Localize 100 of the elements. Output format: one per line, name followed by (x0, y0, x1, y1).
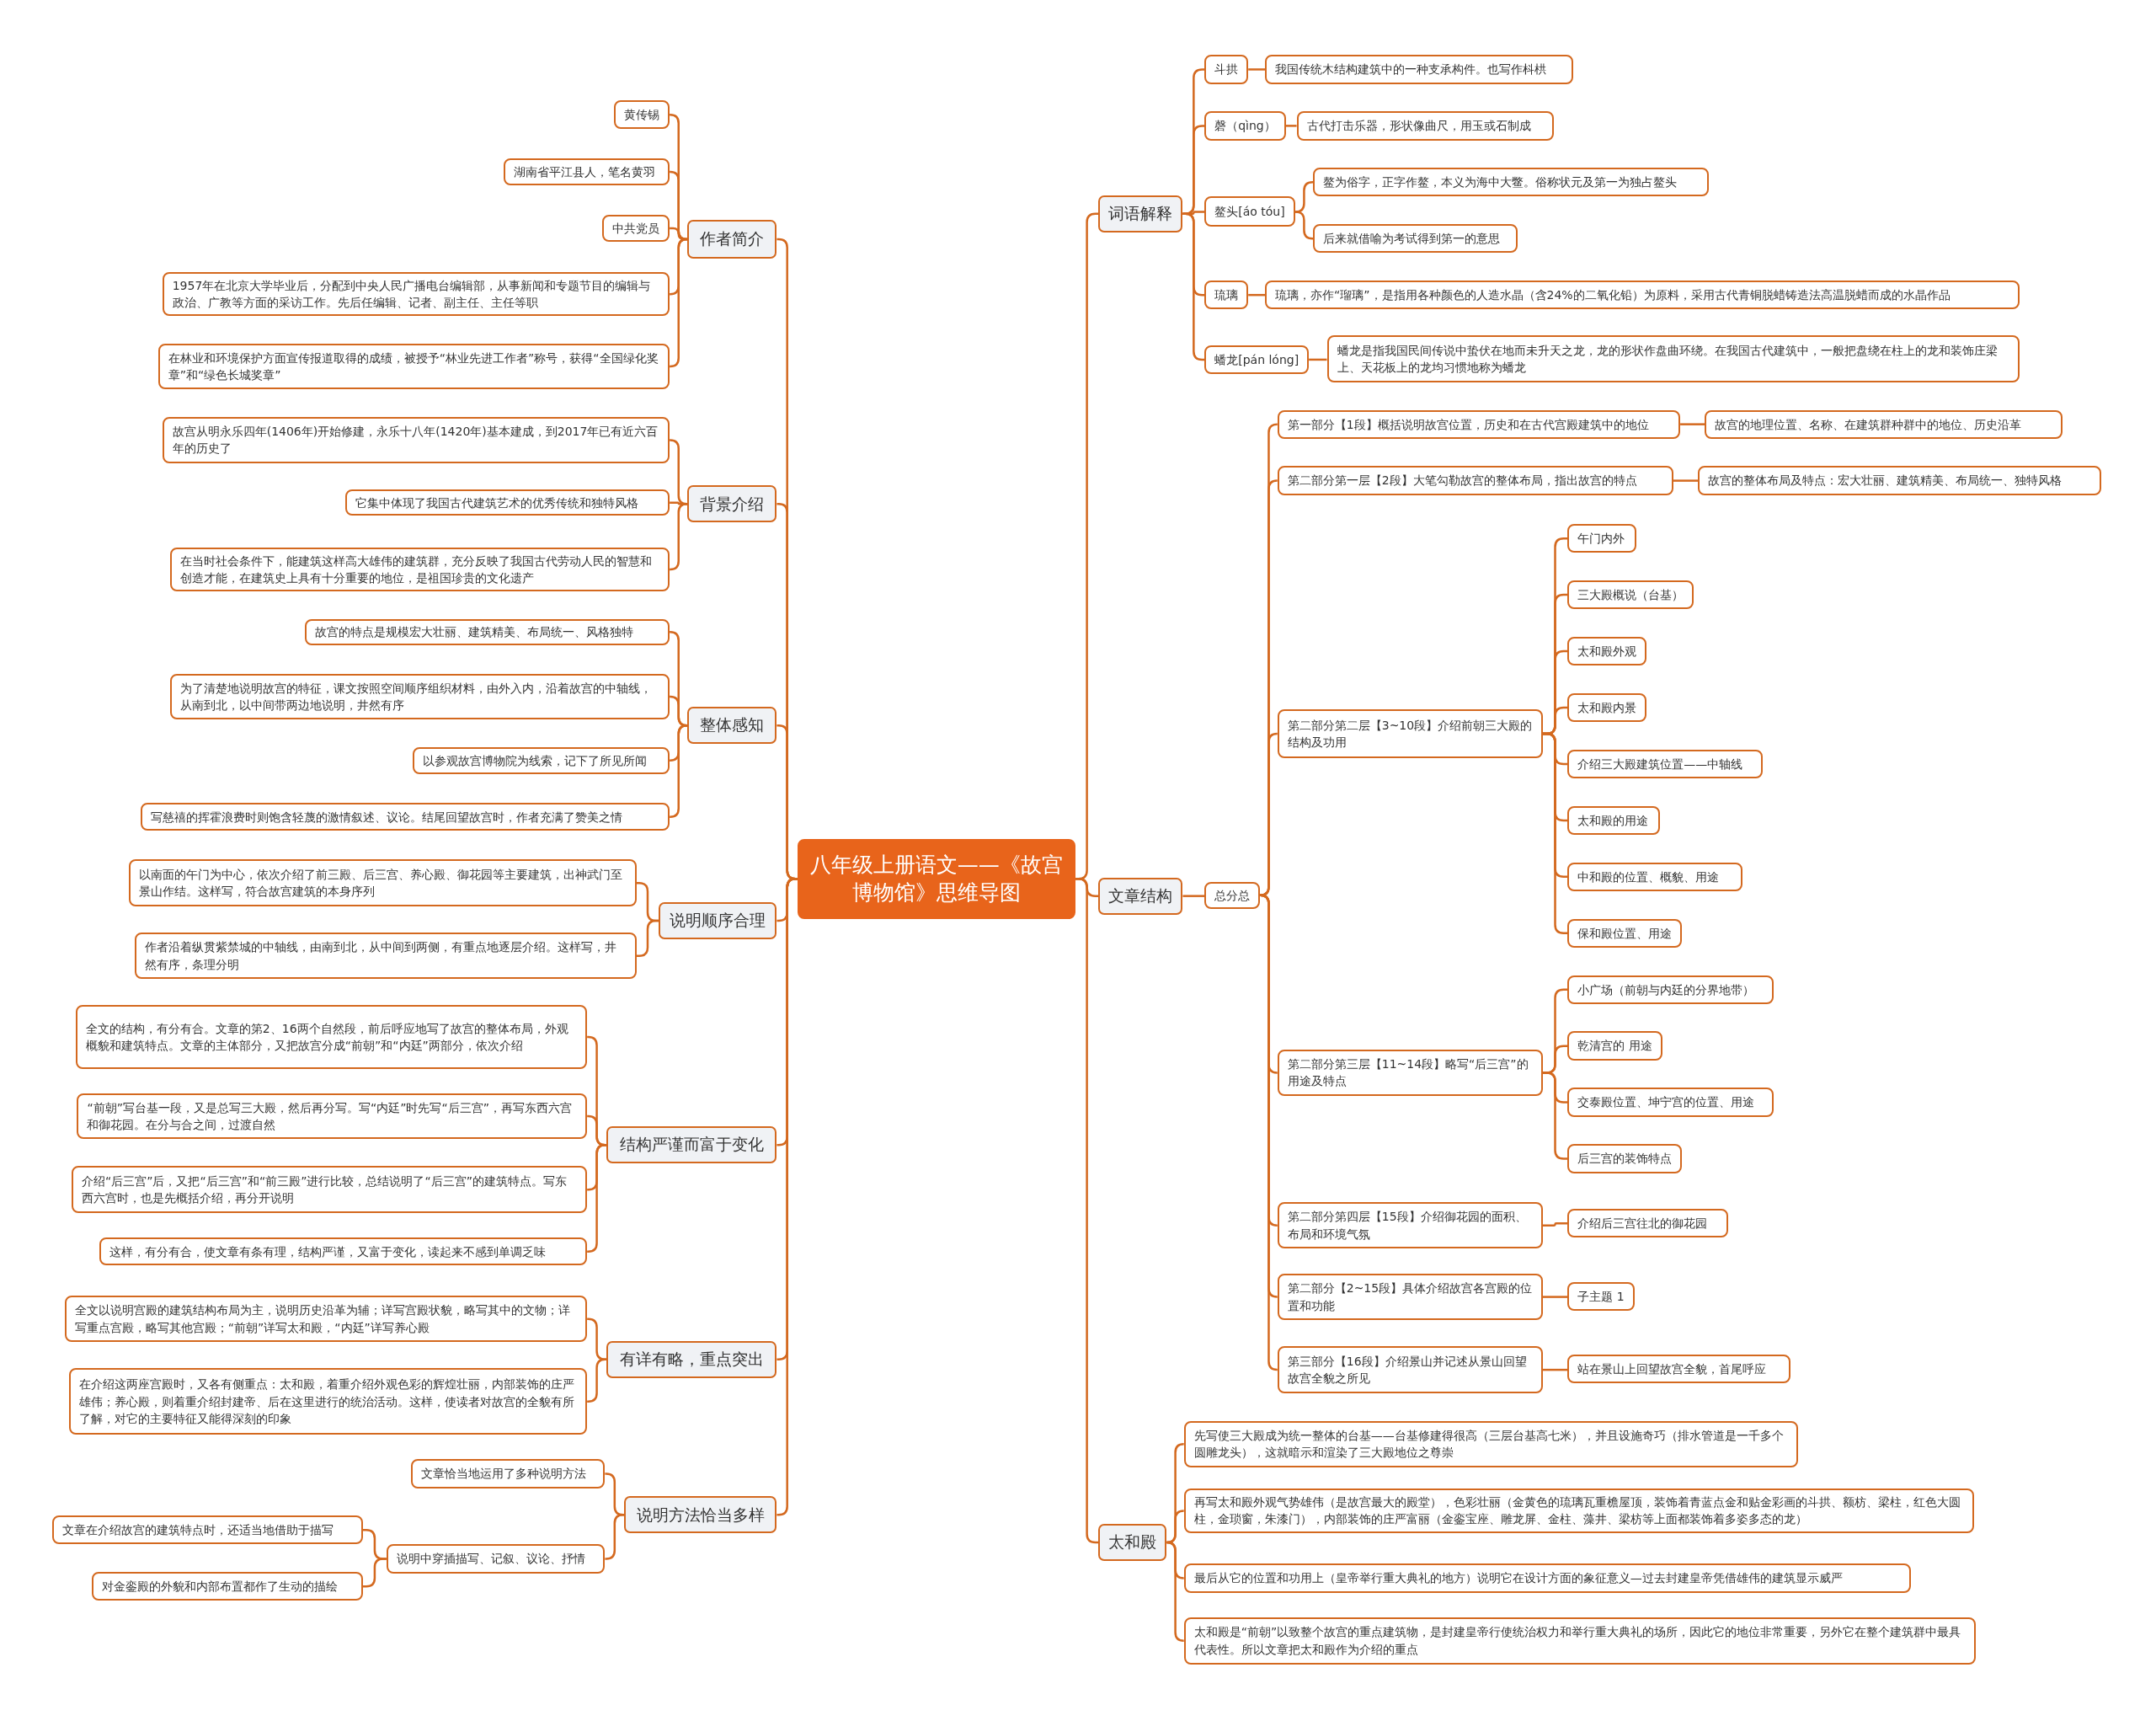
connector-line (1673, 479, 1699, 482)
note-box: 三大殿概说（台基） (1567, 580, 1694, 610)
note-box: 后来就借喻为考试得到第一的意思 (1313, 224, 1518, 254)
connector-line (587, 1317, 607, 1361)
note-box: 琉璃 (1204, 281, 1249, 310)
topic-box: 作者简介 (687, 220, 777, 259)
connector-line (669, 724, 688, 819)
connector-line (1248, 68, 1266, 71)
note-box: 这样，有分有合，使文章有条有理，结构严谨，又富于变化，读起来不感到单调乏味 (99, 1237, 588, 1265)
note-box: 鳌为俗字，正字作鳌，本义为海中大鳖。俗称状元及第一为独占鳌头 (1313, 168, 1710, 197)
note-box: 磬（qìng） (1204, 111, 1286, 141)
note-box: 太和殿的用途 (1567, 805, 1660, 835)
note-box: 鳌头[áo tóu] (1204, 196, 1295, 227)
note-box: 琉璃，亦作“瑠璃”，是指用各种颜色的人造水晶（含24%的二氧化铅）为原料，采用古代青铜脱蜡铸造法高温脱蜡而成的水晶作品 (1265, 281, 2020, 310)
note-box: 总分总 (1204, 881, 1261, 910)
connector-line (1248, 293, 1266, 297)
title-box: 八年级上册语文——《故宫博物馆》思维导图 (797, 838, 1075, 919)
connector-line (1680, 423, 1705, 425)
connector-line (587, 1358, 607, 1403)
connector-line (363, 1558, 387, 1588)
connector-line (669, 238, 688, 368)
connector-line (1075, 878, 1099, 1544)
note-box: 古代打击乐器，形状像曲尺，用玉或石制成 (1296, 111, 1554, 141)
note-box: 以南面的午门为中心，依次介绍了前三殿、后三宫、养心殿、御花园等主要建筑，出神武门至景山作结。这样写，符合故宫建筑的本身序列 (129, 859, 637, 906)
connector-line (1294, 211, 1314, 240)
connector-line (669, 170, 688, 241)
connector-line (605, 1514, 625, 1560)
note-box: 文章在介绍故宫的建筑特点时，还适当地借助于描写 (52, 1515, 364, 1545)
topic-box: 结构严谨而富于变化 (606, 1126, 777, 1164)
topic-box: 词语解释 (1098, 195, 1183, 232)
note-box: 湖南省平江县人，笔名黄羽 (503, 158, 670, 186)
note-box: 它集中体现了我国古代建筑艺术的优秀传统和独特风格 (344, 489, 670, 516)
note-box: 中和殿的位置、概貌、用途 (1567, 862, 1742, 891)
note-box: 对金銮殿的外貌和内部布置都作了生动的描绘 (92, 1572, 364, 1601)
note-box: 故宫的整体布局及特点：宏大壮丽、建筑精美、布局统一、独特风格 (1698, 466, 2101, 495)
connector-line (1309, 358, 1327, 361)
note-box: 全文的结构，有分有合。文章的第2、16两个自然段，前后呼应地写了故宫的整体布局，外观概貌和建筑特点。文章的主体部分，又把故宫分成“前朝”和“内廷”两部分，依次介绍 (75, 1005, 588, 1069)
note-box: 在介绍这两座宫殿时，又各有侧重点：太和殿，着重介绍外观色彩的辉煌壮丽，内部装饰的庄严雄伟；养心殿，则着重介绍封建帝、后在这里进行的统治活动。这样，使读者对故宫的全貌有所了解，对它的主要特征又能得深刻的印象 (68, 1368, 588, 1435)
connector-line (1542, 1222, 1568, 1227)
topic-box: 说明方法恰当多样 (624, 1496, 777, 1534)
note-box: 我国传统木结构建筑中的一种支承构件。也写作枓栱 (1265, 55, 1573, 84)
connector-line (1182, 895, 1205, 897)
note-box: 全文以说明宫殿的建筑结构布局为主，说明历史沿革为辅；详写宫殿状貌，略写其中的文物；详写重点宫殿，略写其他宫殿；“前朝”详写太和殿，“内廷”详写养心殿 (64, 1295, 588, 1343)
note-box: 站在景山上回望故宫全貌，首尾呼应 (1567, 1355, 1790, 1384)
topic-box: 说明顺序合理 (659, 902, 777, 940)
note-box: 先写使三大殿成为统一整体的台基——台基修建得很高（三层台基高七米），并且设施奇巧（排水管道是一千多个圆雕龙头），这就暗示和渲染了三大殿地位之尊崇 (1183, 1420, 1799, 1467)
note-box: 午门内外 (1567, 524, 1636, 553)
note-box: 在林业和环境保护方面宣传报道取得的成绩，被授予“林业先进工作者”称号，获得“全国绿化奖章”和“绿色长城奖章” (157, 344, 670, 390)
note-box: 介绍“后三宫”后，又把“后三宫”和“前三殿”进行比较，总结说明了“后三宫”的建筑特点。写东西六宫时，也是先概括介绍，再分开说明 (71, 1166, 588, 1213)
note-box: 第一部分【1段】概括说明故宫位置，历史和在古代宫殿建筑中的地位 (1277, 409, 1681, 439)
note-box: 小广场（前朝与内廷的分界地带） (1567, 975, 1774, 1004)
note-box: 故宫的特点是规模宏大壮丽、建筑精美、布局统一、风格独特 (305, 618, 670, 645)
note-box: 写慈禧的挥霍浪费时则饱含轻蔑的激情叙述、议论。结尾回望故宫时，作者充满了赞美之情 (140, 803, 670, 831)
connector-line (1182, 212, 1205, 361)
note-box: 故宫从明永乐四年(1406年)开始修建，永乐十八年(1420年)基本建成，到2017年已有近六百年的历史了 (162, 416, 670, 464)
note-box: 介绍后三宫往北的御花园 (1567, 1209, 1729, 1238)
note-box: 再写太和殿外观气势雄伟（是故宫最大的殿堂），色彩壮丽（金黄色的琉璃瓦重檐屋顶，装饰着青蓝点金和贴金彩画的斗拱、额枋、梁柱，红色大圆柱，金琐窗，朱漆门），内部装饰的庄严富丽（金銮宝座、雕龙屏、金柱、藻井、梁枋等上面都装饰着多姿多态的龙） (1183, 1488, 1975, 1534)
note-box: 后三宫的装饰特点 (1567, 1144, 1683, 1173)
note-box: 第三部分【16段】介绍景山并记述从景山回望故宫全貌之所见 (1277, 1346, 1543, 1393)
note-box: 故宫的地理位置、名称、在建筑群种群中的地位、历史沿革 (1705, 409, 2063, 439)
note-box: 子主题 1 (1567, 1281, 1635, 1311)
note-box: 为了清楚地说明故宫的特征，课文按照空间顺序组织材料，由外入内，沿着故宫的中轴线，从南到北，以中间带两边地说明，井然有序 (170, 674, 670, 719)
note-box: 乾清宫的 用途 (1567, 1031, 1662, 1061)
note-box: 太和殿是“前朝”以致整个故宫的重点建筑物，是封建皇帝行使统治权力和举行重大典礼的场所，因此它的地位非常重要，另外它在整个建筑群中最具代表性。所以文章把太和殿作为介绍的重点 (1183, 1617, 1977, 1665)
note-box: 以参观故宫博物院为线索，记下了所见所闻 (412, 746, 670, 775)
note-box: 作者沿着纵贯紫禁城的中轴线，由南到北，从中间到两侧，有重点地逐层介绍。这样写，井然有序，条理分明 (135, 932, 637, 980)
note-box: 介绍三大殿建筑位置——中轴线 (1567, 749, 1764, 779)
note-box: 太和殿外观 (1567, 636, 1647, 666)
note-box: 第二部分第三层【11~14段】略写“后三宫”的用途及特点 (1277, 1049, 1543, 1097)
connector-line (1285, 125, 1297, 127)
note-box: “前朝”写台基一段，又是总写三大殿，然后再分写。写“内廷”时先写“后三宫”，再写东西六宫和御花园。在分与合之间，过渡自然 (77, 1093, 588, 1139)
topic-box: 太和殿 (1098, 1523, 1167, 1562)
note-box: 蟠龙[pán lóng] (1204, 345, 1310, 375)
note-box: 第二部分第四层【15段】介绍御花园的面积、布局和环境气氛 (1277, 1201, 1543, 1249)
note-box: 第二部分第一层【2段】大笔勾勒故宫的整体布局，指出故宫的特点 (1277, 466, 1673, 495)
note-box: 说明中穿插描写、记叙、议论、抒情 (386, 1544, 606, 1574)
connector-line (587, 1143, 607, 1253)
note-box: 最后从它的位置和功用上（皇帝举行重大典礼的地方）说明它在设计方面的象征意义—过去封建皇帝凭借雄伟的建筑显示威严 (1183, 1563, 1912, 1593)
note-box: 蟠龙是指我国民间传说中蛰伏在地而未升天之龙，龙的形状作盘曲环绕。在我国古代建筑中，一般把盘绕在柱上的龙和装饰庄梁上、天花板上的龙均习惯地称为蟠龙 (1326, 335, 2020, 382)
note-box: 黄传锡 (614, 100, 670, 130)
topic-box: 有详有略，重点突出 (606, 1340, 777, 1378)
note-box: 在当时社会条件下，能建筑这样高大雄伟的建筑群，充分反映了我国古代劳动人民的智慧和创造才能，在建筑史上具有十分重要的地位，是祖国珍贵的文化遗产 (170, 547, 670, 591)
note-box: 第二部分【2~15段】具体介绍故宫各宫殿的位置和功能 (1277, 1273, 1543, 1321)
note-box: 1957年在北京大学毕业后，分配到中央人民广播电台编辑部，从事新闻和专题节目的编辑与政治、广教等方面的采访工作。先后任编辑、记者、副主任、主任等职 (162, 272, 670, 317)
note-box: 太和殿内景 (1567, 692, 1647, 723)
note-box: 中共党员 (602, 214, 670, 243)
connector-line (1259, 894, 1278, 1371)
note-box: 第二部分第二层【3~10段】介绍前朝三大殿的结构及功用 (1277, 709, 1543, 758)
note-box: 斗拱 (1204, 55, 1249, 84)
connector-line (1166, 1541, 1185, 1642)
topic-box: 整体感知 (687, 707, 777, 745)
note-box: 文章恰当地运用了多种说明方法 (411, 1459, 606, 1489)
connector-line (1542, 1368, 1568, 1371)
connector-line (1542, 1296, 1568, 1298)
note-box: 保和殿位置、用途 (1567, 918, 1683, 948)
topic-box: 背景介绍 (687, 485, 777, 523)
topic-box: 文章结构 (1098, 877, 1183, 915)
note-box: 交泰殿位置、坤宁宫的位置、用途 (1567, 1088, 1774, 1117)
connector-line (669, 503, 688, 571)
connector-line (636, 919, 659, 957)
